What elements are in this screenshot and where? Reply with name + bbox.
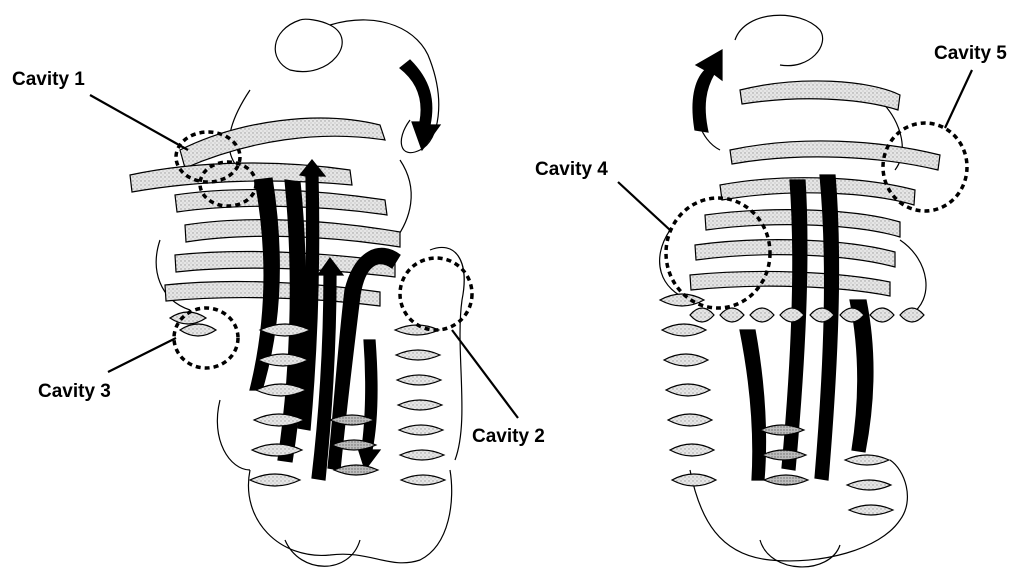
right-coil-loop — [660, 230, 690, 300]
right-helix — [660, 294, 716, 486]
left-coil-loop — [395, 160, 411, 240]
cavity-4-leader — [618, 182, 670, 230]
cavity-5-label: Cavity 5 — [934, 44, 1007, 63]
right-strand-arrow — [850, 300, 873, 452]
left-sheet-ribbon — [175, 190, 387, 215]
cavity-4-label: Cavity 4 — [535, 160, 608, 179]
right-protein-view — [660, 15, 940, 567]
cavity-2-label: Cavity 2 — [472, 427, 545, 446]
cavity-3-leader — [108, 338, 176, 372]
cavity-1-leader — [90, 95, 188, 150]
right-coil-loop — [735, 15, 823, 65]
right-strand-arrow — [740, 330, 766, 480]
right-helix — [760, 425, 808, 485]
cavity-5-leader — [945, 70, 972, 128]
left-coil-loop — [275, 19, 342, 71]
left-coil-loop — [217, 400, 250, 470]
right-coil-loop — [760, 540, 840, 567]
right-strand-arrow — [693, 50, 722, 132]
right-helix — [845, 455, 893, 515]
left-protein-view — [130, 19, 464, 566]
right-helix — [690, 308, 924, 322]
cavity-1-label: Cavity 1 — [12, 70, 85, 89]
left-sheet-ribbon — [180, 118, 385, 168]
cavity-3-label: Cavity 3 — [38, 382, 111, 401]
right-sheet-ribbon — [730, 141, 940, 170]
left-helix — [395, 325, 445, 485]
cavity-2-marker — [400, 258, 472, 330]
left-strand-arrow — [358, 340, 380, 470]
left-coil-loop — [285, 540, 360, 566]
right-coil-loop — [900, 240, 926, 315]
right-sheet-ribbon — [690, 271, 890, 296]
right-sheet-ribbon — [740, 81, 900, 110]
cavity-3-marker — [174, 308, 238, 368]
